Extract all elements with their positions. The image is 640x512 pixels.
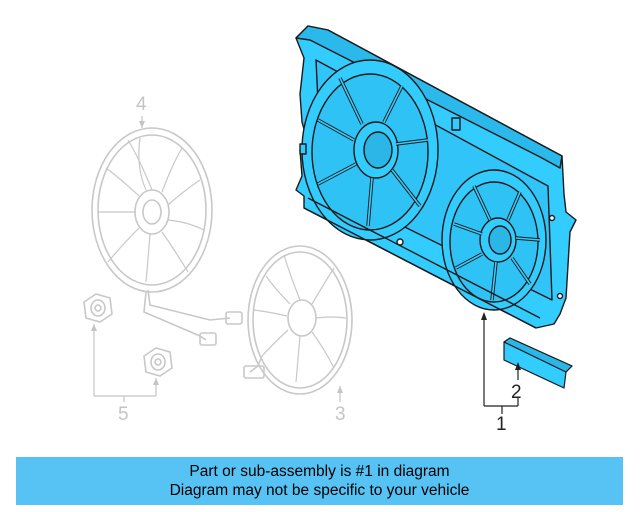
callout-5: 5 [118, 404, 129, 425]
banner-line-1: Part or sub-assembly is #1 in diagram [189, 463, 450, 480]
callout-4: 4 [136, 94, 147, 115]
fan-motor-assembly-4 [91, 127, 243, 346]
mounting-nut-lower [143, 347, 173, 377]
arrowheads [481, 312, 521, 370]
seal-strip [503, 337, 573, 389]
info-banner: Part or sub-assembly is #1 in diagram Di… [16, 457, 623, 505]
banner-line-2: Diagram may not be specific to your vehi… [169, 482, 470, 499]
fan-shroud-assembly [295, 25, 577, 329]
fan-motor-assembly-3 [243, 245, 353, 395]
callout-2: 2 [511, 382, 522, 403]
parts-diagram: 4 5 3 2 1 [83, 25, 577, 435]
ghost-arrowheads [91, 121, 343, 393]
callout-3: 3 [335, 404, 346, 425]
mounting-nut-upper [83, 293, 113, 323]
callout-1: 1 [496, 414, 507, 435]
